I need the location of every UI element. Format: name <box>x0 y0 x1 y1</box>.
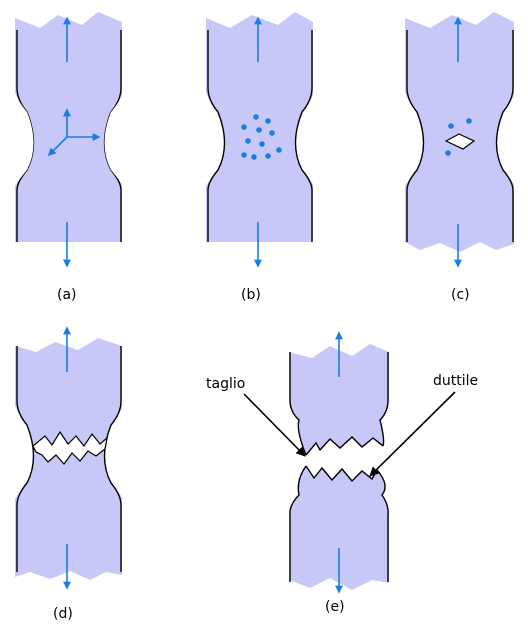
specimen-e-lower-body <box>289 466 389 590</box>
panel-e: taglio duttile (e) <box>206 331 478 615</box>
ductile-pointer <box>369 391 456 477</box>
specimen-b-body <box>206 12 313 242</box>
specimen-d-left-edge <box>16 346 35 572</box>
ductile-label: duttile <box>433 373 478 389</box>
lower-fracture-surface <box>305 465 378 483</box>
specimen-e-upper-right-edge <box>379 352 389 447</box>
specimen-e-upper-body <box>289 344 389 455</box>
caption-b: (b) <box>241 287 261 303</box>
panel-b: (b) <box>206 12 314 303</box>
specimen-c-right-edge <box>495 30 514 242</box>
specimen-c-body <box>405 12 514 252</box>
neck-mask-c-left <box>405 92 424 186</box>
void-nucleation-dots <box>241 114 282 160</box>
coalesced-void <box>444 133 476 150</box>
shear-label: taglio <box>206 376 245 392</box>
panel-d: (d) <box>15 326 123 622</box>
caption-d: (d) <box>53 606 73 622</box>
neck-mask-c-right <box>496 92 515 186</box>
shear-pointer <box>243 393 306 457</box>
specimen-d-body <box>15 338 122 580</box>
stress-axes-icon <box>47 108 101 157</box>
specimen-b-right-edge <box>294 30 313 242</box>
caption-c: (c) <box>451 287 470 303</box>
upper-fracture-surface <box>305 436 384 456</box>
caption-e: (e) <box>325 599 345 615</box>
panel-c: (c) <box>405 12 515 303</box>
crack-propagation <box>32 430 108 465</box>
specimen-d-right-edge <box>103 346 122 572</box>
specimen-e-lower-right-edge <box>376 469 389 582</box>
neck-mask-d-right <box>104 405 123 499</box>
specimen-e-upper-left-edge <box>289 352 307 456</box>
neck-mask-d-left <box>15 405 34 499</box>
caption-a: (a) <box>57 287 77 303</box>
specimen-e-lower-left-edge <box>289 465 307 582</box>
specimen-c-left-edge <box>406 30 425 242</box>
specimen-b-left-edge <box>207 30 226 242</box>
neck-mask-b-right <box>295 92 314 186</box>
neck-mask-a-left <box>15 92 34 186</box>
neck-mask-b-left <box>206 92 225 186</box>
panel-a: (a) <box>15 12 123 303</box>
specimen-a-body <box>15 12 122 242</box>
neck-mask-a-right <box>104 92 123 186</box>
void-coalescence <box>444 118 476 156</box>
